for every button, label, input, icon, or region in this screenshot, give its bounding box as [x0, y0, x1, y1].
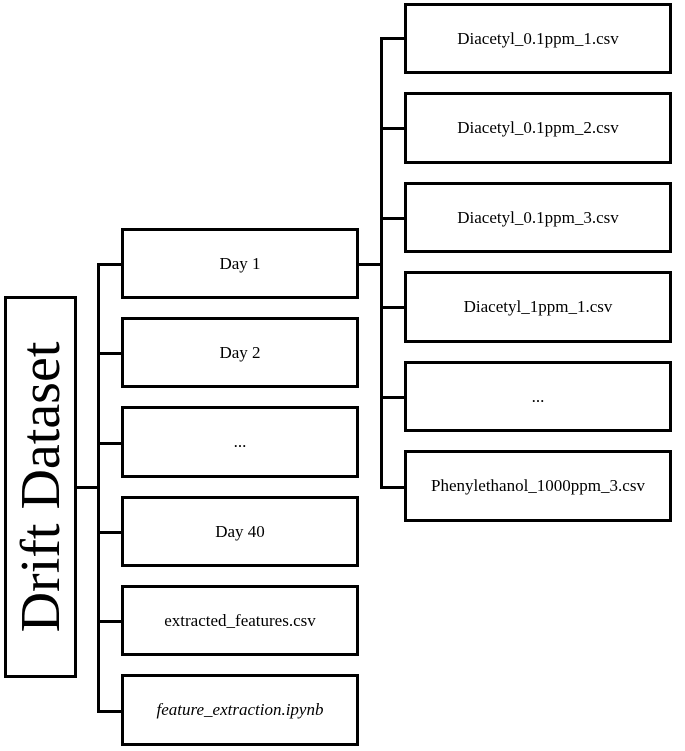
- day1-connector-horizontal: [357, 263, 382, 266]
- node-label: ...: [233, 432, 247, 451]
- node-label: Day 1: [219, 253, 261, 273]
- level1-trunk-vertical: [97, 263, 100, 713]
- level1-branch-day2: [97, 352, 123, 355]
- node-file-diacetyl-0-1ppm-2: Diacetyl_0.1ppm_2.csv: [404, 92, 672, 164]
- node-file-ellipsis: ...: [404, 361, 672, 432]
- level1-branch-day40: [97, 531, 123, 534]
- node-file-phenylethanol-1000ppm-3: Phenylethanol_1000ppm_3.csv: [404, 450, 672, 522]
- root-label: Drift Dataset: [9, 341, 72, 633]
- node-day-40: Day 40: [121, 496, 359, 567]
- node-label: feature_extraction.ipynb: [156, 700, 324, 719]
- node-extracted-features: extracted_features.csv: [121, 585, 359, 656]
- node-label: Diacetyl_0.1ppm_2.csv: [457, 118, 619, 137]
- level2-branch-3: [380, 217, 406, 220]
- node-feature-extraction-notebook: feature_extraction.ipynb: [121, 674, 359, 746]
- node-label: Diacetyl_0.1ppm_3.csv: [457, 207, 619, 227]
- level2-branch-2: [380, 127, 406, 130]
- node-day-1: Day 1: [121, 228, 359, 299]
- level2-branch-6: [380, 486, 406, 489]
- root-connector-horizontal: [77, 486, 100, 489]
- node-file-diacetyl-1ppm-1: Diacetyl_1ppm_1.csv: [404, 271, 672, 343]
- root-node: Drift Dataset: [4, 296, 77, 678]
- node-label: Diacetyl_1ppm_1.csv: [463, 297, 613, 316]
- node-file-diacetyl-0-1ppm-1: Diacetyl_0.1ppm_1.csv: [404, 3, 672, 74]
- node-day-ellipsis: ...: [121, 406, 359, 478]
- level2-branch-1: [380, 37, 406, 40]
- level2-trunk-vertical: [380, 37, 383, 488]
- level2-branch-4: [380, 306, 406, 309]
- level1-branch-notebook: [97, 710, 123, 713]
- node-label: Day 2: [219, 342, 261, 362]
- node-label: extracted_features.csv: [164, 610, 316, 630]
- level1-branch-extracted: [97, 620, 123, 623]
- node-label: ...: [531, 386, 545, 406]
- node-label: Phenylethanol_1000ppm_3.csv: [431, 476, 645, 495]
- node-file-diacetyl-0-1ppm-3: Diacetyl_0.1ppm_3.csv: [404, 182, 672, 253]
- level1-branch-day1: [97, 263, 123, 266]
- node-label: Day 40: [215, 521, 265, 541]
- level1-branch-ellipsis: [97, 442, 123, 445]
- node-label: Diacetyl_0.1ppm_1.csv: [457, 28, 619, 48]
- node-day-2: Day 2: [121, 317, 359, 388]
- level2-branch-5: [380, 396, 406, 399]
